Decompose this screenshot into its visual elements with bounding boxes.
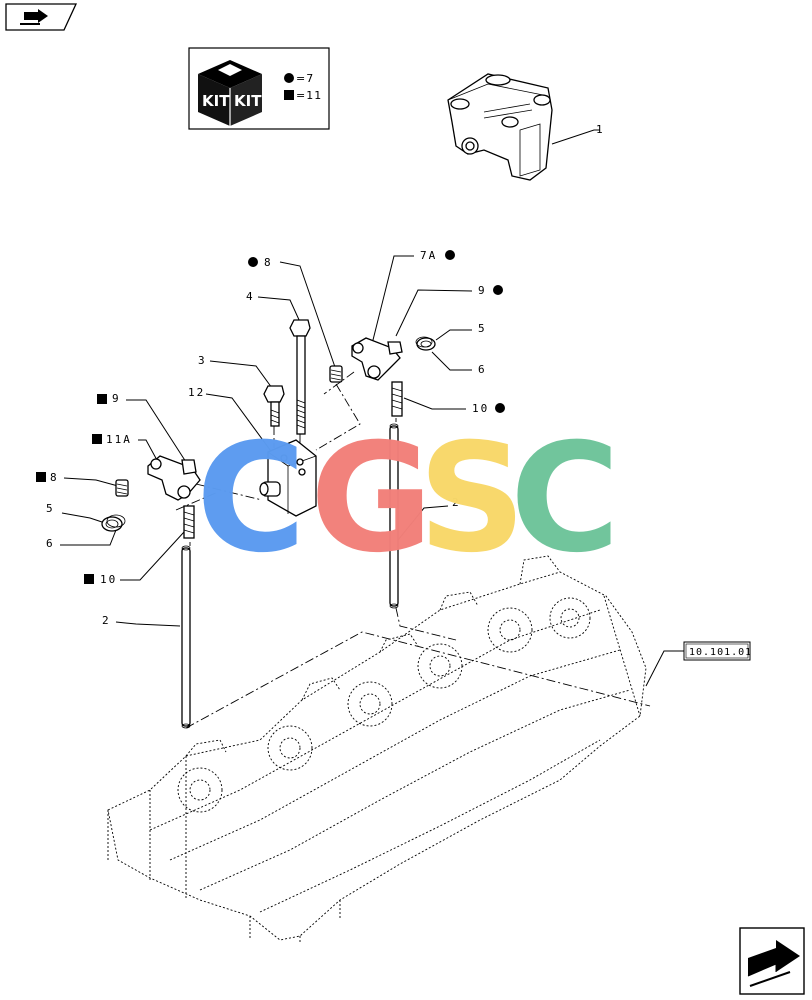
square-marker-icon xyxy=(84,574,94,584)
kit-legend: KIT KIT =7 =11 xyxy=(188,47,330,130)
push-rod-left xyxy=(181,545,191,729)
square-marker-icon xyxy=(36,472,46,482)
watermark-letter-2: G xyxy=(310,412,433,586)
watermark: C G S C xyxy=(196,412,620,586)
callout-10-left: 10 xyxy=(100,573,117,586)
callout-6-left: 6 xyxy=(46,537,55,550)
callout-3: 3 xyxy=(198,354,207,367)
watermark-letter-4: C xyxy=(510,412,620,586)
adjusting-screw-right xyxy=(391,381,403,417)
adjusting-screw-left xyxy=(183,505,195,539)
callout-6-right: 6 xyxy=(478,363,487,376)
callout-7a: 7A xyxy=(420,249,437,262)
circle-marker-icon xyxy=(445,250,455,260)
washer-5-right xyxy=(416,337,436,351)
circle-marker-icon xyxy=(248,257,258,267)
circle-marker-icon xyxy=(284,73,294,83)
square-marker-icon xyxy=(97,394,107,404)
callout-8-left: 8 xyxy=(50,471,59,484)
reference-box[interactable]: 10.101.01 xyxy=(689,647,752,658)
square-marker-icon xyxy=(284,90,294,100)
kit-face-left: KIT xyxy=(202,92,230,110)
rocker-arm-right xyxy=(351,337,403,381)
callout-11a: 11A xyxy=(106,433,132,446)
rocker-assembly-illustration xyxy=(447,73,553,181)
kit-square-entry: =11 xyxy=(296,89,322,102)
callout-2-right: 2 xyxy=(452,496,461,509)
cylinder-head-illustration xyxy=(107,555,647,944)
kit-circle-entry: =7 xyxy=(296,72,314,85)
callout-9-left: 9 xyxy=(112,392,121,405)
callout-4: 4 xyxy=(246,290,255,303)
circle-marker-icon xyxy=(495,403,505,413)
kit-box-icon: KIT KIT xyxy=(198,60,262,126)
watermark-letter-3: S xyxy=(418,412,526,586)
rocker-support-block xyxy=(259,439,317,517)
callout-12: 12 xyxy=(188,386,205,399)
watermark-letter-1: C xyxy=(196,412,306,586)
callout-1: 1 xyxy=(596,123,605,136)
callout-10-right: 10 xyxy=(472,402,489,415)
push-rod-right xyxy=(389,423,399,609)
kit-face-right: KIT xyxy=(234,92,262,110)
callout-5-left: 5 xyxy=(46,502,55,515)
bolt-4 xyxy=(289,319,311,435)
callout-9-right: 9 xyxy=(478,284,487,297)
rocker-arm-left xyxy=(147,455,201,501)
bolt-3 xyxy=(263,385,285,427)
callout-8-top: 8 xyxy=(264,256,273,269)
washer-5-left xyxy=(101,516,123,532)
screw-8-left xyxy=(115,479,129,497)
next-page-arrow-icon[interactable] xyxy=(739,927,805,995)
circle-marker-icon xyxy=(493,285,503,295)
screw-8-top xyxy=(329,365,343,383)
square-marker-icon xyxy=(92,434,102,444)
callout-5-right: 5 xyxy=(478,322,487,335)
callout-2-left: 2 xyxy=(102,614,111,627)
bookmark-arrow-icon[interactable] xyxy=(5,3,78,31)
